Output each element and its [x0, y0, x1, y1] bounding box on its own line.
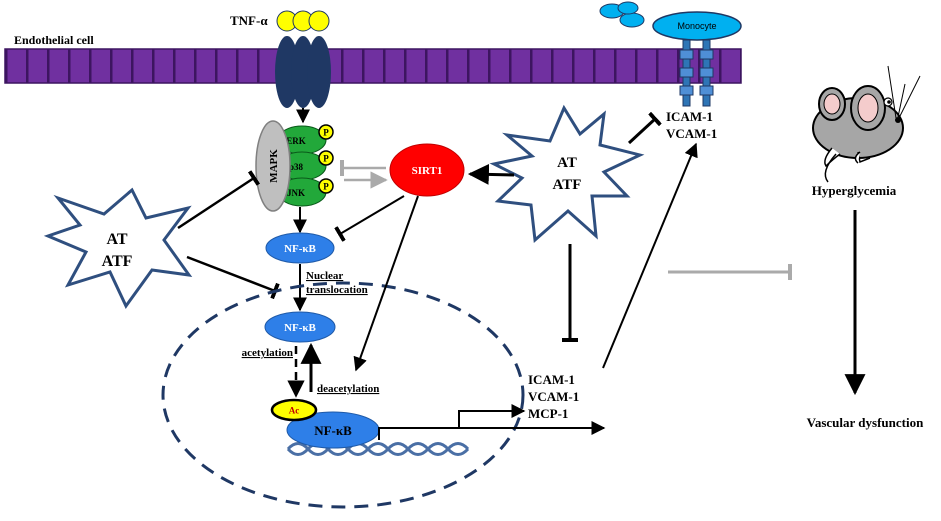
free-monocytes	[599, 1, 645, 28]
arrow-transcription-branch	[458, 404, 526, 428]
kinase-jnk-label: JNK	[287, 188, 305, 198]
nfkb-dna-bound: NF-κB	[286, 411, 380, 449]
mouse-illustration	[812, 65, 921, 183]
treatment-left-atf: ATF	[102, 253, 133, 270]
treatment-starburst-left: AT ATF	[43, 187, 193, 309]
kinase-erk-label: ERK	[286, 136, 306, 146]
gene-vcam1: VCAM-1	[528, 389, 579, 404]
monocyte-label: Monocyte	[677, 21, 716, 31]
phospho-erk-label: P	[323, 128, 329, 138]
nfkb-cyto-label: NF-κB	[284, 243, 316, 255]
translocation-label-line2: translocation	[306, 284, 368, 296]
vascular-dysfunction-label: Vascular dysfunction	[807, 415, 924, 430]
arrow-sirt1-to-nuclear-nfkb	[353, 195, 419, 372]
mapk-label: MAPK	[268, 149, 280, 183]
inhibition-sirt1-to-nfkb	[334, 195, 405, 242]
nfkb-cytoplasmic: NF-κB	[265, 232, 335, 264]
translocation-label-line1: Nuclear	[306, 270, 343, 282]
inhibition-treatment-to-adhesion	[627, 111, 662, 145]
inhibition-treatment-to-mapk	[177, 170, 261, 230]
phospho-erk: P	[318, 124, 334, 140]
acetyl-label: Ac	[289, 406, 300, 416]
tnf-alpha-label: TNF-α	[230, 13, 268, 28]
deacetylation-label: deacetylation	[317, 383, 379, 395]
arrow-genes-to-adhesion	[602, 142, 698, 369]
nfkb-nuclear-label: NF-κB	[284, 322, 316, 334]
phospho-jnk: P	[318, 178, 334, 194]
inhibition-treatment-to-translocation	[186, 255, 280, 300]
monocyte-cell: Monocyte	[652, 11, 742, 41]
tnf-receptor	[275, 36, 331, 108]
acetyl-group: Ac	[270, 398, 318, 422]
treatment-right-at: AT	[557, 155, 577, 171]
nfkb-nuclear: NF-κB	[264, 311, 336, 343]
endothelial-cell-label: Endothelial cell	[14, 33, 94, 47]
nucleus-boundary	[161, 281, 525, 509]
mapk-scaffold: MAPK	[255, 120, 291, 212]
arrow-transcription-main	[378, 421, 606, 440]
gene-mcp1: MCP-1	[528, 406, 568, 421]
treatment-right-atf: ATF	[553, 177, 582, 193]
adhesion-vcam1: VCAM-1	[666, 126, 717, 141]
phospho-p38-label: P	[323, 154, 329, 164]
nfkb-dna-label: NF-κB	[314, 423, 352, 438]
sirt1-node: SIRT1	[389, 143, 465, 197]
arrow-treatment-to-sirt1	[467, 163, 515, 185]
adhesion-icam1: ICAM-1	[666, 109, 713, 124]
treatment-left-at: AT	[106, 231, 127, 248]
cell-membrane	[4, 48, 742, 84]
sirt1-label: SIRT1	[412, 165, 443, 177]
hyperglycemia-label: Hyperglycemia	[812, 183, 897, 198]
phospho-p38: P	[318, 150, 334, 166]
kinase-p38-label: p38	[289, 162, 304, 172]
acetylation-label: acetylation	[242, 347, 293, 359]
tnf-alpha-ligand	[276, 10, 330, 32]
phospho-jnk-label: P	[323, 182, 329, 192]
treatment-starburst-right: AT ATF	[489, 104, 645, 244]
gene-icam1: ICAM-1	[528, 372, 575, 387]
